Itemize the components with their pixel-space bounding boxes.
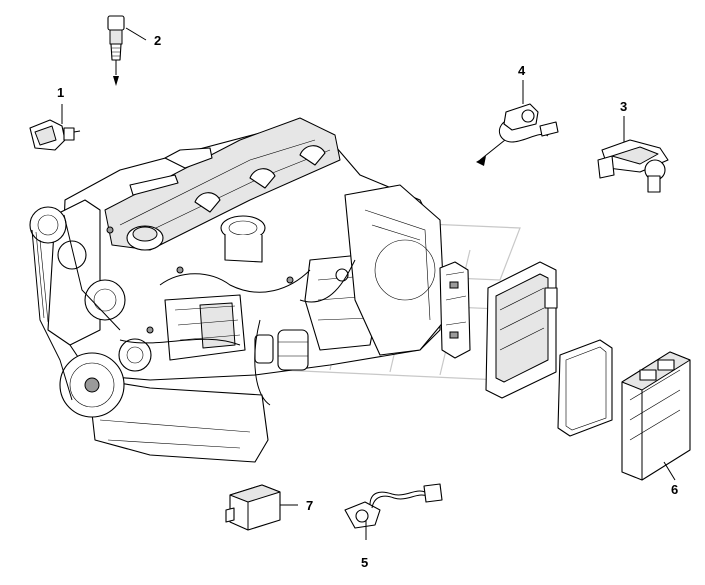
engine-illustration — [29, 117, 446, 463]
harness-sensor-4-icon — [476, 103, 559, 166]
sensor-3-icon — [597, 139, 669, 193]
leader-lines — [61, 27, 676, 540]
sensor-2-icon — [107, 15, 125, 86]
callout-1: 1 — [57, 85, 64, 100]
callout-3: 3 — [620, 99, 627, 114]
callout-2: 2 — [154, 33, 161, 48]
callout-5: 5 — [361, 555, 368, 570]
relay-7-icon — [225, 484, 281, 531]
harness-sensor-5-icon — [344, 483, 443, 529]
ecu-housing-icon — [485, 261, 558, 399]
sensor-1-icon — [29, 119, 81, 151]
ecu-gasket-icon — [557, 339, 613, 437]
callout-4: 4 — [518, 63, 526, 78]
ecu-bracket-icon — [439, 261, 471, 359]
callout-7: 7 — [306, 498, 313, 513]
ecu-module-6-icon — [621, 351, 691, 481]
callout-6: 6 — [671, 482, 678, 497]
